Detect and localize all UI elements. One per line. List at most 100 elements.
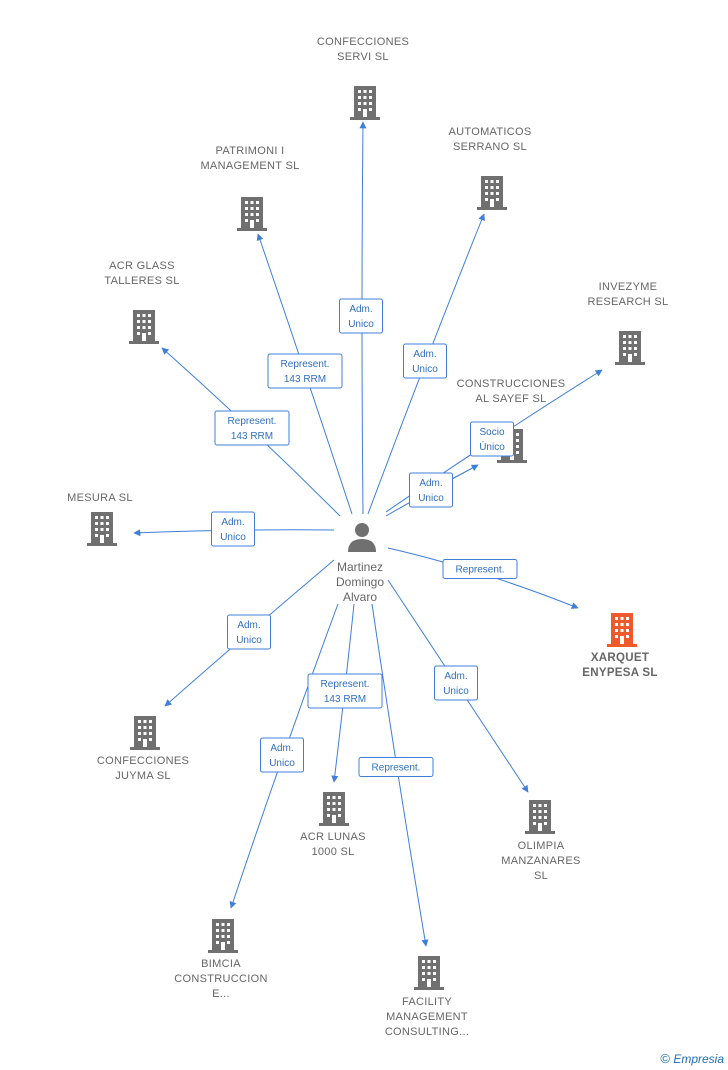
company-label-line: OLIMPIA	[518, 840, 565, 852]
edge-label-text: Unico	[412, 364, 438, 375]
edge-label-box	[470, 421, 514, 457]
company-label-line: SERRANO SL	[453, 141, 527, 153]
company-label-line: RESEARCH SL	[588, 296, 669, 308]
edge-label-box	[260, 737, 304, 773]
building-icon	[525, 800, 555, 834]
edge-label-bimcia-construccion[interactable]: Adm.Unico	[260, 737, 304, 773]
company-node-automaticos-serrano[interactable]: AUTOMATICOS SERRANO SL	[449, 126, 532, 210]
building-icon	[130, 716, 160, 750]
company-node-bimcia-construccion[interactable]: BIMCIA CONSTRUCCION E...	[174, 919, 267, 1000]
edge-label-acr-glass-talleres[interactable]: Represent.143 RRM	[214, 410, 290, 446]
edge-label-box	[307, 673, 383, 709]
edge-label-text: 143 RRM	[231, 431, 273, 442]
edge-label-text: Unico	[418, 493, 444, 504]
edge-label-text: Represent.	[456, 565, 505, 576]
edge-label-text: Adm.	[444, 671, 467, 682]
company-label-line: TALLERES SL	[104, 275, 179, 287]
edge-label-text: Adm.	[221, 517, 244, 528]
company-label-line: SERVI SL	[337, 51, 389, 63]
edge-label-mesura[interactable]: Adm. Unico	[211, 511, 255, 547]
building-icon	[129, 310, 159, 344]
building-icon	[87, 512, 117, 546]
company-node-mesura[interactable]: MESURA SL	[67, 492, 133, 546]
company-label-line: BIMCIA	[201, 958, 241, 970]
edge-label-text: Adm.	[237, 620, 260, 631]
edge-label-text: Adm.	[349, 304, 372, 315]
company-label-line: E...	[212, 988, 230, 1000]
brand-name: Empresia	[673, 1052, 724, 1066]
company-label-line: ENYPESA SL	[582, 667, 657, 679]
company-label-line: MANAGEMENT	[386, 1011, 468, 1023]
edge-label-box	[434, 665, 478, 701]
edge-label-text: 143 RRM	[324, 694, 366, 705]
edge-label-text: Adm.	[413, 349, 436, 360]
company-label-line: XARQUET	[591, 652, 649, 664]
company-label-line: MESURA SL	[67, 492, 133, 504]
edge-label-text: Socio	[479, 427, 504, 438]
building-icon	[237, 197, 267, 231]
company-label-line: JUYMA SL	[115, 770, 171, 782]
company-label-line: FACILITY	[402, 996, 452, 1008]
building-icon	[350, 86, 380, 120]
edge-label-text: Único	[479, 440, 505, 453]
edge-label-text: Represent.	[321, 679, 370, 690]
edge-label-text: Represent.	[372, 763, 421, 774]
edge-label-text: Represent.	[281, 359, 330, 370]
company-label-line: ACR LUNAS	[300, 831, 366, 843]
company-node-construcciones-al-sayef[interactable]: CONSTRUCCIONES AL SAYEF SL	[457, 378, 566, 463]
edge-label-patrimoni-management[interactable]: Represent. 143 RRM	[267, 353, 343, 389]
company-label-line: CONSULTING...	[385, 1026, 469, 1038]
edge-label-text: Unico	[348, 319, 374, 330]
edge-label-text: 143 RRM	[284, 374, 326, 385]
company-node-facility-management[interactable]: FACILITY MANAGEMENT CONSULTING...	[385, 956, 469, 1038]
company-label-line: AUTOMATICOS	[449, 126, 532, 138]
edge-label-xarquet-enypesa[interactable]: Represent.	[442, 559, 518, 579]
building-icon	[477, 176, 507, 210]
company-label-line: ACR GLASS	[109, 260, 175, 272]
edge-label-box	[267, 353, 343, 389]
edge-label-text: Unico	[220, 532, 246, 543]
edge-label-text: Adm.	[270, 743, 293, 754]
person-name-line: Domingo	[336, 575, 384, 589]
company-node-xarquet-enypesa[interactable]: XARQUET ENYPESA SL	[582, 613, 657, 679]
company-node-acr-glass-talleres[interactable]: ACR GLASS TALLERES SL	[104, 260, 179, 344]
edge-label-text: Unico	[443, 686, 469, 697]
edge-label-acr-lunas[interactable]: Represent. 143 RRM	[307, 673, 383, 709]
edge-label-confecciones-servi[interactable]: Adm. Unico	[339, 298, 383, 334]
edge-label-box	[339, 298, 383, 334]
building-icon	[414, 956, 444, 990]
edge-label-box	[214, 410, 290, 446]
edge-label-facility-management[interactable]: Represent.	[358, 757, 434, 777]
building-icon	[615, 331, 645, 365]
edge-label-confecciones-juyma[interactable]: Adm. Unico	[227, 614, 271, 650]
edge-label-box	[227, 614, 271, 650]
person-icon	[348, 523, 376, 552]
edge-label-construcciones-al-sayef[interactable]: Adm.Unico	[409, 472, 453, 508]
company-label-line: CONSTRUCCIONES	[457, 378, 566, 390]
company-label-line: MANZANARES	[501, 855, 580, 867]
edge-label-box	[442, 559, 518, 579]
watermark: © Empresia	[660, 1051, 724, 1066]
company-label-line: CONSTRUCCION	[174, 973, 267, 985]
person-name-line: Martinez	[337, 560, 383, 574]
edge-label-box	[403, 343, 447, 379]
edge-label-olimpia-manzanares[interactable]: Adm. Unico	[434, 665, 478, 701]
building-icon	[607, 613, 637, 647]
edge-label-text: Unico	[236, 635, 262, 646]
company-label-line: MANAGEMENT SL	[200, 160, 299, 172]
edge-label-box	[211, 511, 255, 547]
copyright-icon: ©	[660, 1051, 670, 1066]
edge-label-automaticos-serrano[interactable]: Adm. Unico	[403, 343, 447, 379]
company-label-line: AL SAYEF SL	[475, 393, 546, 405]
